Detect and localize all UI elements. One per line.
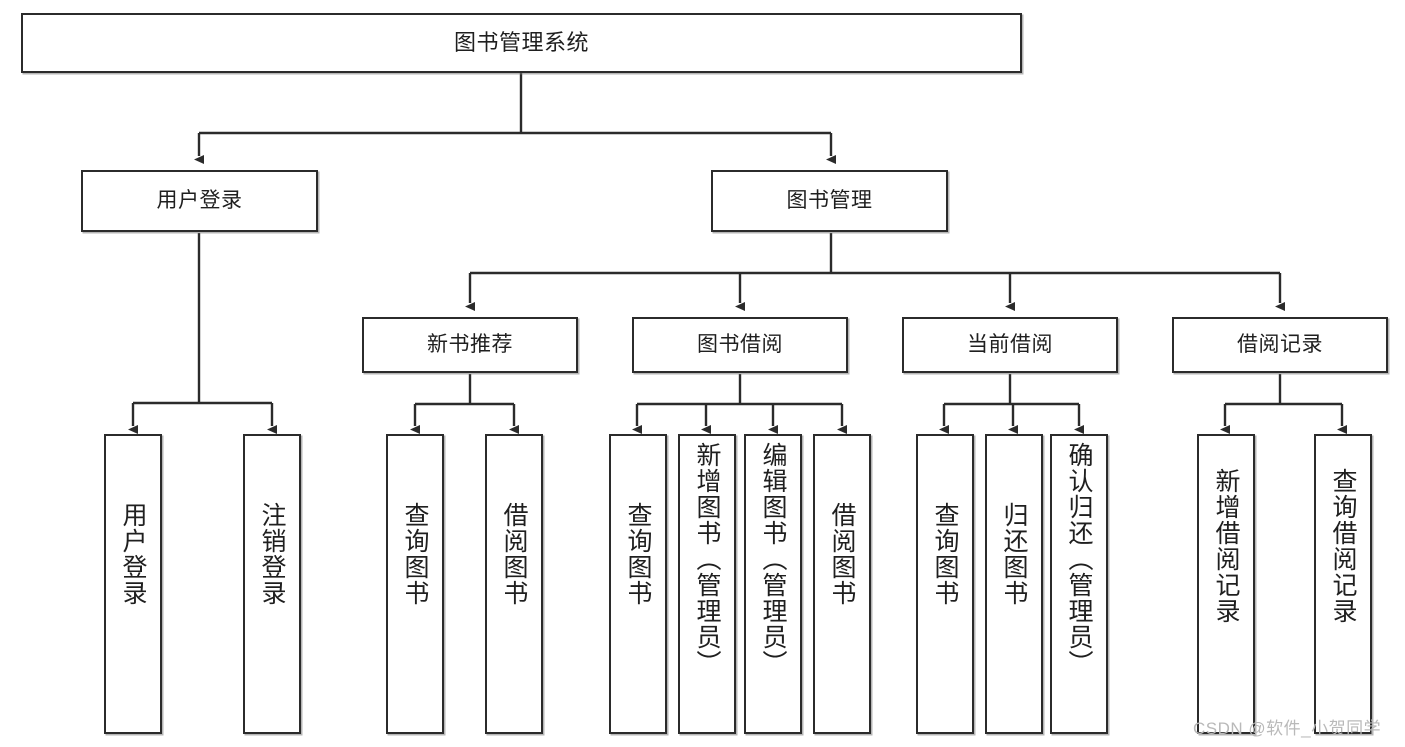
- node-leaf-add-book[interactable]: 新增图书（管理员）: [678, 434, 736, 734]
- node-root-label: 图书管理系统: [453, 29, 589, 55]
- node-leaf-borrow-book-1[interactable]: 借阅图书: [485, 434, 543, 734]
- node-leaf-confirm-return-label: 确认归还（管理员）: [1065, 442, 1093, 676]
- node-leaf-query-book-3-label: 查询图书: [931, 502, 959, 606]
- node-leaf-logout-login[interactable]: 注销登录: [243, 434, 301, 734]
- node-leaf-query-book-1-label: 查询图书: [401, 502, 429, 606]
- node-leaf-borrow-book-2-label: 借阅图书: [828, 502, 856, 606]
- node-root[interactable]: 图书管理系统: [21, 13, 1022, 73]
- node-leaf-user-login[interactable]: 用户登录: [104, 434, 162, 734]
- node-leaf-add-book-label: 新增图书（管理员）: [693, 442, 721, 676]
- node-leaf-borrow-book-1-label: 借阅图书: [500, 502, 528, 606]
- node-current-borrow[interactable]: 当前借阅: [902, 317, 1118, 373]
- node-user-login-label: 用户登录: [156, 189, 243, 213]
- node-book-borrow-label: 图书借阅: [697, 333, 783, 357]
- node-leaf-query-book-2[interactable]: 查询图书: [609, 434, 667, 734]
- node-new-book-recommend-label: 新书推荐: [427, 333, 513, 357]
- node-leaf-add-record[interactable]: 新增借阅记录: [1197, 434, 1255, 734]
- node-leaf-query-book-2-label: 查询图书: [624, 502, 652, 606]
- node-leaf-user-login-label: 用户登录: [119, 502, 147, 606]
- node-leaf-return-book[interactable]: 归还图书: [985, 434, 1043, 734]
- node-leaf-confirm-return[interactable]: 确认归还（管理员）: [1050, 434, 1108, 734]
- node-leaf-logout-login-label: 注销登录: [258, 502, 286, 606]
- node-leaf-query-record[interactable]: 查询借阅记录: [1314, 434, 1372, 734]
- node-current-borrow-label: 当前借阅: [967, 333, 1053, 357]
- node-new-book-recommend[interactable]: 新书推荐: [362, 317, 578, 373]
- node-borrow-record-label: 借阅记录: [1237, 333, 1323, 357]
- node-leaf-borrow-book-2[interactable]: 借阅图书: [813, 434, 871, 734]
- node-leaf-query-book-1[interactable]: 查询图书: [386, 434, 444, 734]
- node-leaf-query-book-3[interactable]: 查询图书: [916, 434, 974, 734]
- node-book-borrow[interactable]: 图书借阅: [632, 317, 848, 373]
- node-leaf-edit-book[interactable]: 编辑图书（管理员）: [744, 434, 802, 734]
- node-leaf-edit-book-label: 编辑图书（管理员）: [759, 442, 787, 676]
- node-leaf-return-book-label: 归还图书: [1000, 502, 1028, 606]
- node-book-manage-label: 图书管理: [786, 189, 873, 213]
- node-borrow-record[interactable]: 借阅记录: [1172, 317, 1388, 373]
- node-leaf-query-record-label: 查询借阅记录: [1329, 468, 1357, 624]
- node-user-login[interactable]: 用户登录: [81, 170, 318, 232]
- node-book-manage[interactable]: 图书管理: [711, 170, 948, 232]
- node-leaf-add-record-label: 新增借阅记录: [1212, 468, 1240, 624]
